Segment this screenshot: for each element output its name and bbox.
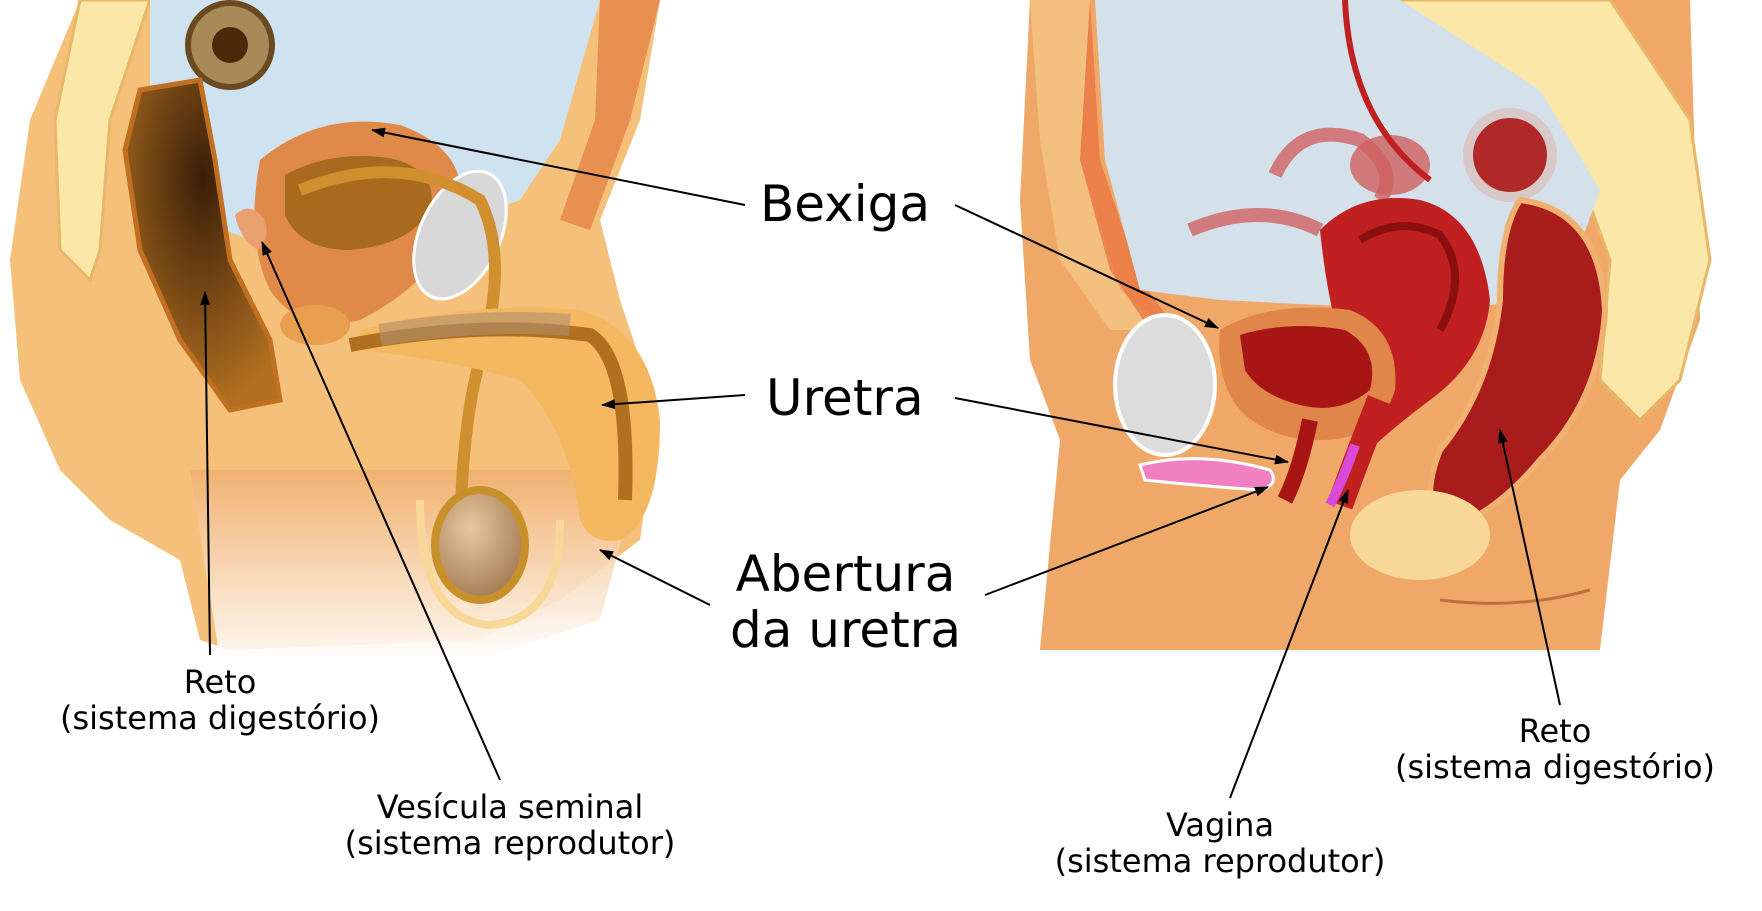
label-vesicula-line1: Vesícula seminal (376, 788, 644, 826)
leader-bexiga-male (371, 127, 746, 206)
female-colon (1463, 108, 1557, 202)
label-abertura-da-uretra: Abertura da uretra (730, 546, 961, 658)
leader-abertura-female (984, 486, 1269, 596)
male-seminal-vesicle (235, 208, 267, 250)
male-prostate (280, 305, 350, 345)
male-sacrum (53, 0, 152, 283)
leader-lines (200, 127, 1561, 799)
label-reto-male-line1: Reto (183, 663, 257, 701)
female-abdominal-wall (1030, 0, 1170, 330)
label-vagina-line1: Vagina (1165, 806, 1275, 844)
female-ovary (1350, 135, 1430, 195)
male-rectum (122, 77, 283, 413)
label-vesicula-seminal: Vesícula seminal (sistema reprodutor) (290, 788, 730, 862)
label-vagina: Vagina (sistema reprodutor) (1010, 806, 1430, 880)
leader-vagina (1229, 489, 1349, 799)
leader-reto-male (200, 291, 211, 656)
male-testis (431, 486, 529, 604)
male-lower-fade (190, 470, 640, 660)
female-urethra (1277, 418, 1318, 504)
female-pelvis-illustration (1020, 0, 1712, 650)
leader-vesicula (261, 241, 501, 781)
female-bladder-inner (1240, 326, 1373, 408)
female-abdominal-cavity (1095, 0, 1600, 310)
male-pelvis-illustration (10, 0, 660, 660)
label-reto-male: Reto (sistema digestório) (20, 663, 420, 737)
leader-uretra-female (954, 397, 1289, 465)
label-reto-female: Reto (sistema digestório) (1355, 712, 1755, 786)
male-penis (360, 307, 660, 541)
label-reto-female-line1: Reto (1518, 712, 1592, 750)
label-reto-female-line2: (sistema digestório) (1394, 747, 1715, 786)
female-labia (1138, 457, 1275, 492)
leader-reto-female (1497, 429, 1561, 706)
label-reto-male-line2: (sistema digestório) (59, 698, 380, 737)
female-pubic-bone (1113, 313, 1217, 457)
label-bexiga: Bexiga (760, 175, 931, 233)
label-vagina-line2: (sistema reprodutor) (1054, 841, 1386, 880)
label-abertura-line2: da uretra (730, 601, 961, 659)
leader-bexiga-female (954, 204, 1219, 329)
male-vas-deferens (297, 166, 501, 561)
label-uretra: Uretra (766, 369, 924, 427)
leader-uretra-male (601, 394, 746, 410)
label-abertura-line1: Abertura (735, 545, 956, 603)
leader-abertura-male (599, 549, 711, 606)
label-vesicula-line2: (sistema reprodutor) (344, 823, 676, 862)
